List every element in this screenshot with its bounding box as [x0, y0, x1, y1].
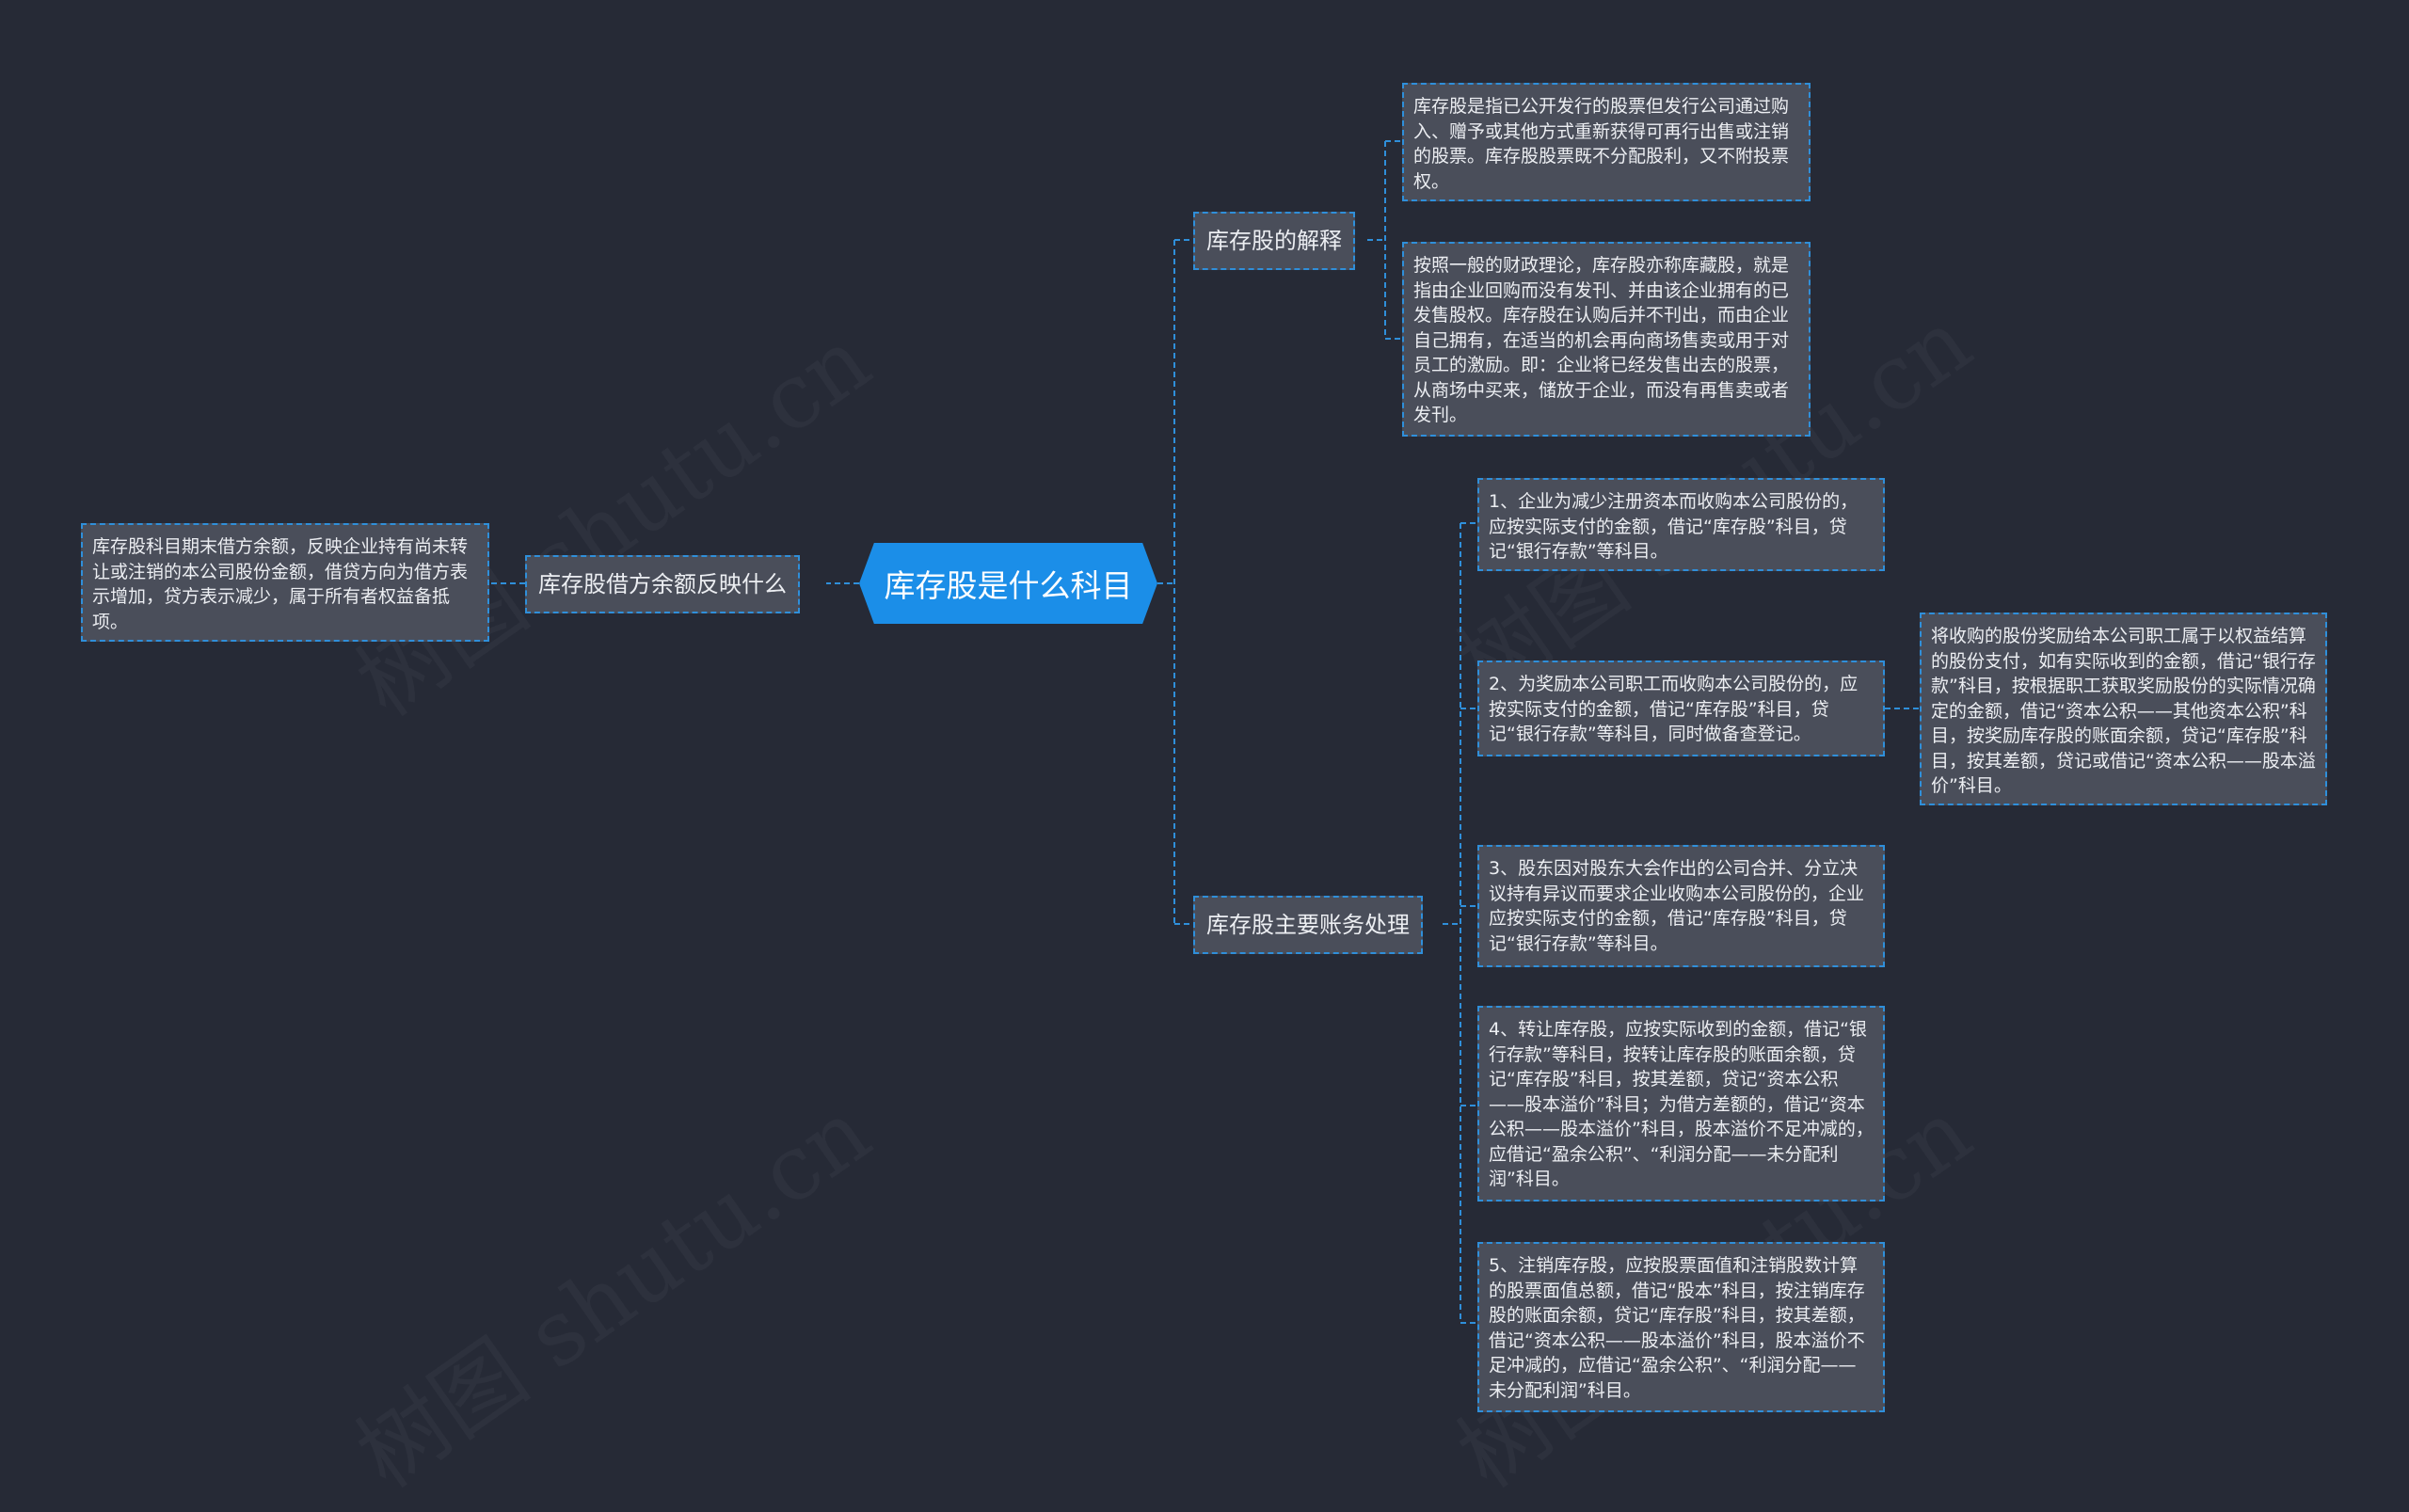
- leaf-explain-1[interactable]: 库存股是指已公开发行的股票但发行公司通过购入、赠予或其他方式重新获得可再行出售或…: [1402, 83, 1811, 201]
- root-topic[interactable]: 库存股是什么科目: [859, 543, 1157, 624]
- leaf-acct-5[interactable]: 5、注销库存股，应按股票面值和注销股数计算的股票面值总额，借记“股本”科目，按注…: [1477, 1242, 1885, 1412]
- root-topic-label: 库存股是什么科目: [884, 567, 1133, 604]
- branch-accounting[interactable]: 库存股主要账务处理: [1193, 896, 1423, 954]
- leaf-acct-2-sub[interactable]: 将收购的股份奖励给本公司职工属于以权益结算的股份支付，如有实际收到的金额，借记“…: [1920, 613, 2327, 805]
- leaf-acct-1[interactable]: 1、企业为减少注册资本而收购本公司股份的，应按实际支付的金额，借记“库存股”科目…: [1477, 478, 1885, 571]
- branch-balance[interactable]: 库存股借方余额反映什么: [525, 555, 800, 613]
- leaf-acct-3[interactable]: 3、股东因对股东大会作出的公司合并、分立决议持有异议而要求企业收购本公司股份的，…: [1477, 845, 1885, 967]
- leaf-balance-1[interactable]: 库存股科目期末借方余额，反映企业持有尚未转让或注销的本公司股份金额，借贷方向为借…: [81, 523, 489, 642]
- leaf-acct-2[interactable]: 2、为奖励本公司职工而收购本公司股份的，应按实际支付的金额，借记“库存股”科目，…: [1477, 661, 1885, 756]
- leaf-acct-4[interactable]: 4、转让库存股，应按实际收到的金额，借记“银行存款”等科目，按转让库存股的账面余…: [1477, 1006, 1885, 1202]
- branch-explain[interactable]: 库存股的解释: [1193, 212, 1355, 270]
- leaf-explain-2[interactable]: 按照一般的财政理论，库存股亦称库藏股，就是指由企业回购而没有发刊、并由该企业拥有…: [1402, 242, 1811, 437]
